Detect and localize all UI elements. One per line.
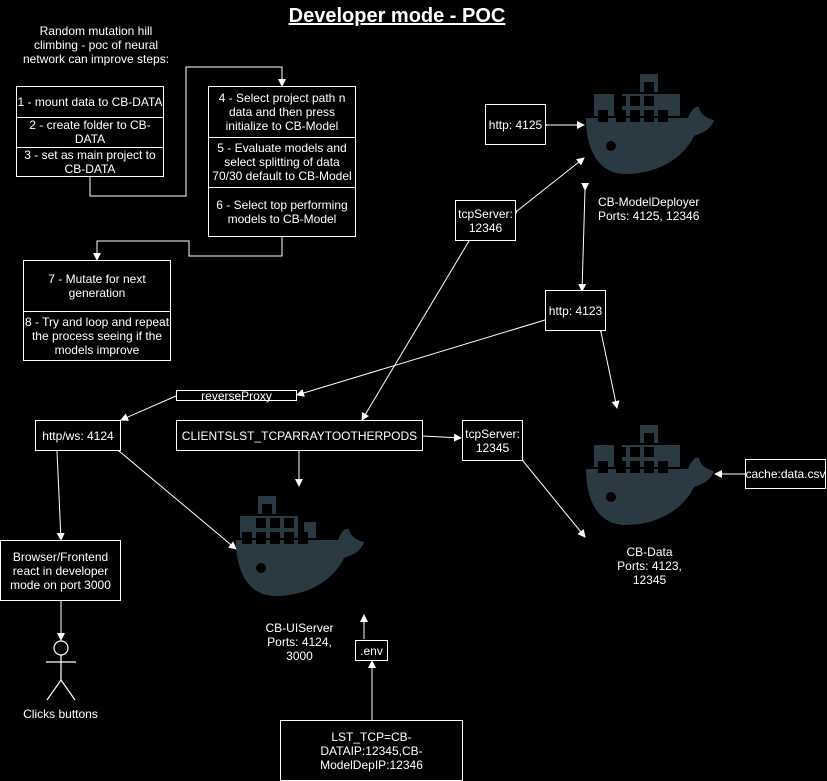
browser-frontend-node: Browser/Frontend react in developer mode… [0, 540, 121, 601]
clients-list-node: CLIENTSLST_TCPARRAYTOOTHERPODS [176, 420, 423, 451]
step-3: 3 - set as main project to CB-DATA [24, 147, 156, 176]
data-service-label: CB-Data Ports: 4123, 12345 [599, 545, 700, 587]
docker-whale-icon [586, 74, 714, 174]
cache-csv-node: cache:data.csv [745, 459, 826, 489]
step-6: 6 - Select top performing models to CB-M… [216, 197, 348, 226]
step-2: 2 - create folder to CB-DATA [17, 117, 163, 148]
ui-server-ports: Ports: 4124, 3000 [252, 635, 347, 663]
steps-group-b: 4 - Select project path n data and then … [208, 86, 356, 237]
steps-group-c: 7 - Mutate for next generation 8 - Try a… [23, 260, 171, 361]
data-service-name: CB-Data [599, 545, 700, 559]
step-5: 5 - Evaluate models and select splitting… [209, 137, 355, 188]
steps-group-a: 1 - mount data to CB-DATA 2 - create fol… [16, 86, 164, 177]
step-8: 8 - Try and loop and repeat the process … [24, 314, 170, 357]
env-file-node: .env [355, 640, 388, 661]
data-service-ports: Ports: 4123, 12345 [599, 559, 700, 587]
http-4125-node: http: 4125 [485, 104, 546, 145]
http-4123-node: http: 4123 [545, 290, 606, 331]
lst-tcp-env-node: LST_TCP=CB-DATAIP:12345,CB-ModelDepIP:12… [280, 720, 463, 781]
ui-server-label: CB-UIServer Ports: 4124, 3000 [252, 621, 347, 663]
step-7: 7 - Mutate for next generation [24, 261, 170, 312]
reverse-proxy-node: reverseProxy [176, 390, 297, 402]
http-ws-4124-node: http/ws: 4124 [35, 420, 121, 451]
model-deployer-name: CB-ModelDeployer [596, 195, 702, 209]
model-deployer-label: CB-ModelDeployer Ports: 4125, 12346 [596, 195, 702, 223]
intro-note: Random mutation hill climbing - poc of n… [22, 24, 170, 66]
tcp-12345-node: tcpServer: 12345 [462, 420, 523, 461]
docker-whale-icon [236, 496, 364, 596]
docker-whale-icon [586, 425, 714, 525]
stick-figure-icon [46, 640, 76, 701]
ui-server-name: CB-UIServer [252, 621, 347, 635]
page-title: Developer mode - POC [288, 5, 506, 27]
actor-label: Clicks buttons [23, 707, 98, 721]
tcp-12346-node: tcpServer: 12346 [455, 200, 516, 241]
step-1: 1 - mount data to CB-DATA [17, 87, 163, 118]
model-deployer-ports: Ports: 4125, 12346 [596, 209, 702, 223]
step-4: 4 - Select project path n data and then … [209, 87, 355, 138]
